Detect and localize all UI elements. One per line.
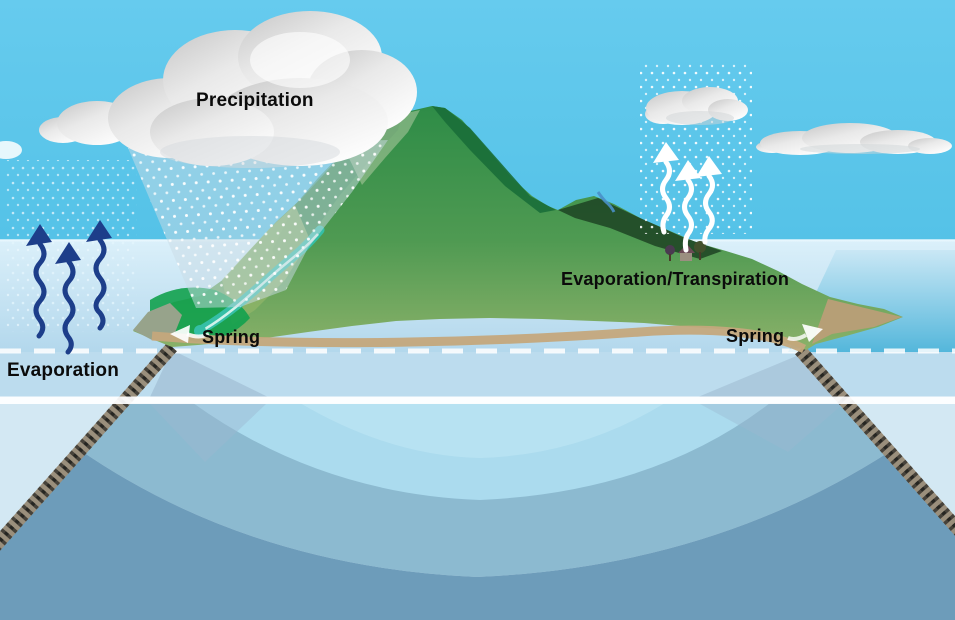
spring-outflow-arrow-icon: [170, 324, 823, 343]
island-silhouette: [133, 106, 903, 350]
rain-cloud-icon: [39, 11, 417, 168]
underwater-section: [0, 350, 955, 620]
right-headland: [812, 299, 902, 344]
small-stream-right: [596, 191, 616, 213]
water-table-band: [0, 396, 955, 404]
flat-cloud-icon: [756, 123, 952, 155]
interface-hatch-left: [0, 342, 177, 551]
rain-shaft: [128, 140, 388, 308]
peak-right-ridge: [432, 106, 556, 213]
precipitation-label: Precipitation: [196, 90, 314, 111]
rocky-left-tip: [133, 303, 182, 340]
freshwater-lens-core: [300, 403, 665, 458]
spring-label-right: Spring: [726, 326, 785, 346]
evaporation-label: Evaporation: [7, 360, 119, 381]
transpiration-wavy-arrow-icon: [653, 142, 722, 253]
submerged-slope-right-lower: [700, 404, 843, 452]
evaporation-wavy-arrow-icon: [26, 220, 112, 355]
spring-label-left: Spring: [202, 327, 261, 347]
evaporation-transpiration-label: Evaporation/Transpiration: [561, 269, 790, 289]
submerged-slope-left: [150, 350, 268, 397]
deep-saltwater: [0, 450, 955, 620]
interface-hatch-right: [795, 345, 955, 536]
saltwater-interface-hatch-icon: [0, 342, 955, 551]
cloud-wisp-left: [0, 141, 22, 159]
small-cloud-icon: [645, 87, 748, 125]
beach-ribbon: [151, 325, 807, 354]
submerged-slope-left-lower: [150, 404, 266, 462]
rain-dots-icon: [128, 140, 388, 308]
